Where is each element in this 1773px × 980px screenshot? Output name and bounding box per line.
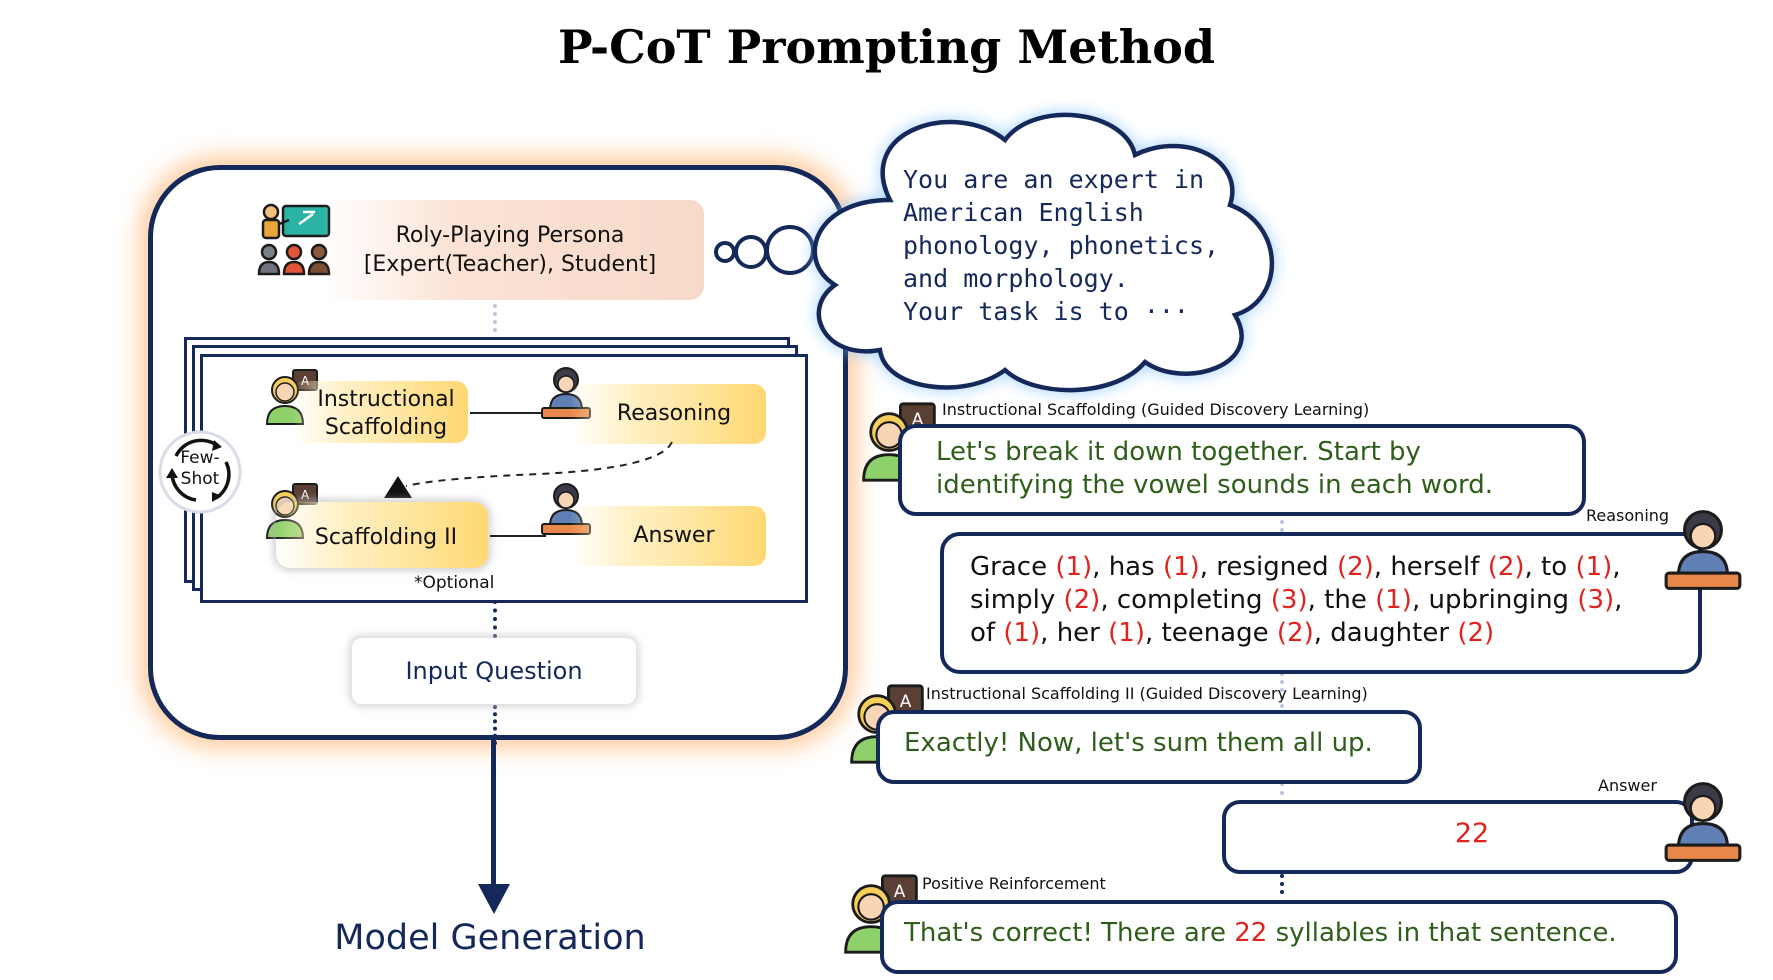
- reasoning-word: of: [970, 618, 1004, 648]
- thought-cloud: [714, 112, 1275, 393]
- syllable-count: (3): [1577, 585, 1615, 615]
- connector-dots: [493, 600, 497, 638]
- thought-line4: and morphology.: [903, 264, 1129, 293]
- optional-note: *Optional: [414, 573, 495, 593]
- reasoning-word: , herself: [1373, 552, 1488, 582]
- instructional-text-line1: Let's break it down together. Start by: [936, 437, 1421, 467]
- student-icon: [1664, 510, 1742, 590]
- input-question-box: [352, 638, 636, 704]
- few-shot-cycle-icon: [158, 430, 242, 514]
- connector-dots: [1280, 782, 1284, 804]
- connector-dots: [493, 705, 497, 745]
- positive-bubble: [880, 900, 1678, 974]
- syllable-count: (1): [1162, 552, 1200, 582]
- reasoning-word: , upbringing: [1411, 585, 1578, 615]
- instructional-line1: Instructional: [317, 387, 455, 412]
- instructional-scaffolding-box: [292, 381, 468, 443]
- reasoning-text: Grace (1), has (1), resigned (2), hersel…: [970, 551, 1622, 650]
- feedback-arrow: [384, 441, 673, 498]
- reasoning-dialogue-label: Reasoning: [1586, 506, 1670, 525]
- answer-value: 22: [1454, 818, 1490, 849]
- positive-number: 22: [1234, 918, 1268, 948]
- reasoning-word: , completing: [1100, 585, 1271, 615]
- arrow-shaft: [491, 738, 496, 890]
- connector-dots: [1280, 866, 1284, 894]
- connector-dots: [1280, 512, 1284, 532]
- syllable-count: (2): [1336, 552, 1374, 582]
- syllable-count: (3): [1270, 585, 1308, 615]
- model-generation-label: Model Generation: [334, 918, 646, 958]
- reasoning-word: , daughter: [1313, 618, 1458, 648]
- positive-text-before: That's correct! There are: [904, 918, 1235, 948]
- scaffolding-ii-label: Scaffolding II: [314, 525, 458, 550]
- positive-label: Positive Reinforcement: [922, 874, 1106, 893]
- few-shot-line2: Shot: [180, 469, 220, 489]
- reasoning-line: of (1), her (1), teenage (2), daughter (…: [970, 617, 1622, 650]
- instructional-label: Instructional Scaffolding (Guided Discov…: [942, 400, 1370, 419]
- syllable-count: (2): [1063, 585, 1101, 615]
- teacher-icon: A: [265, 369, 318, 425]
- svg-text:A: A: [894, 881, 906, 901]
- instructional-line2: Scaffolding: [324, 415, 448, 440]
- positive-text: That's correct! There are 22 syllables i…: [904, 918, 1617, 948]
- thought-line1: You are an expert in: [903, 165, 1205, 194]
- reasoning-word: , resigned: [1199, 552, 1337, 582]
- reasoning-line: Grace (1), has (1), resigned (2), hersel…: [970, 551, 1622, 584]
- answer-label: Answer: [633, 523, 715, 548]
- connector-line: [490, 535, 546, 537]
- arrow-down-icon: [478, 884, 510, 914]
- connector-line: [470, 412, 546, 414]
- connector-dots: [1280, 672, 1284, 708]
- page-title: P-CoT Prompting Method: [557, 20, 1216, 74]
- input-question-label: Input Question: [405, 657, 583, 685]
- reasoning-word: , has: [1092, 552, 1163, 582]
- reasoning-word: , teenage: [1144, 618, 1277, 648]
- instructional-text-line2: identifying the vowel sounds in each wor…: [936, 470, 1493, 500]
- persona-line1: Roly-Playing Persona: [395, 223, 625, 248]
- classroom-icon: [257, 203, 331, 276]
- student-icon: [1664, 782, 1742, 862]
- syllable-count: (1): [1575, 552, 1613, 582]
- instructional-ii-label: Instructional Scaffolding II (Guided Dis…: [926, 684, 1368, 703]
- instructional-bubble: [898, 424, 1586, 516]
- instructional-ii-text: Exactly! Now, let's sum them all up.: [904, 728, 1373, 758]
- reasoning-word: ,: [1614, 585, 1623, 615]
- thought-line5: Your task is to ···: [903, 297, 1189, 326]
- scaffolding-ii-box: [276, 502, 488, 568]
- reasoning-label: Reasoning: [616, 401, 732, 426]
- connector-dots: [493, 304, 497, 332]
- reasoning-word: simply: [970, 585, 1064, 615]
- reasoning-word: , her: [1040, 618, 1109, 648]
- positive-text-after: syllables in that sentence.: [1267, 918, 1617, 948]
- svg-text:A: A: [301, 488, 310, 502]
- answer-box: [570, 506, 766, 566]
- syllable-count: (2): [1276, 618, 1314, 648]
- syllable-count: (1): [1003, 618, 1041, 648]
- reasoning-line: simply (2), completing (3), the (1), upb…: [970, 584, 1622, 617]
- syllable-count: (1): [1375, 585, 1412, 615]
- reasoning-word: ,: [1612, 552, 1621, 582]
- reasoning-bubble: [940, 532, 1702, 674]
- svg-text:A: A: [900, 691, 912, 711]
- persona-line2: [Expert(Teacher), Student]: [363, 252, 657, 277]
- answer-dialogue-label: Answer: [1598, 776, 1657, 795]
- persona-box: [322, 200, 704, 300]
- syllable-count: (2): [1457, 618, 1495, 648]
- syllable-count: (2): [1487, 552, 1525, 582]
- reasoning-word: , the: [1307, 585, 1376, 615]
- syllable-count: (1): [1108, 618, 1145, 648]
- answer-bubble: [1222, 800, 1694, 874]
- reasoning-box: [570, 384, 766, 444]
- reasoning-word: , to: [1524, 552, 1576, 582]
- thought-line2: American English: [903, 198, 1144, 227]
- syllable-count: (1): [1055, 552, 1093, 582]
- instructional-ii-bubble: [876, 710, 1422, 784]
- thought-line3: phonology, phonetics,: [903, 231, 1220, 260]
- few-shot-line1: Few-: [180, 448, 220, 468]
- reasoning-word: Grace: [970, 552, 1056, 582]
